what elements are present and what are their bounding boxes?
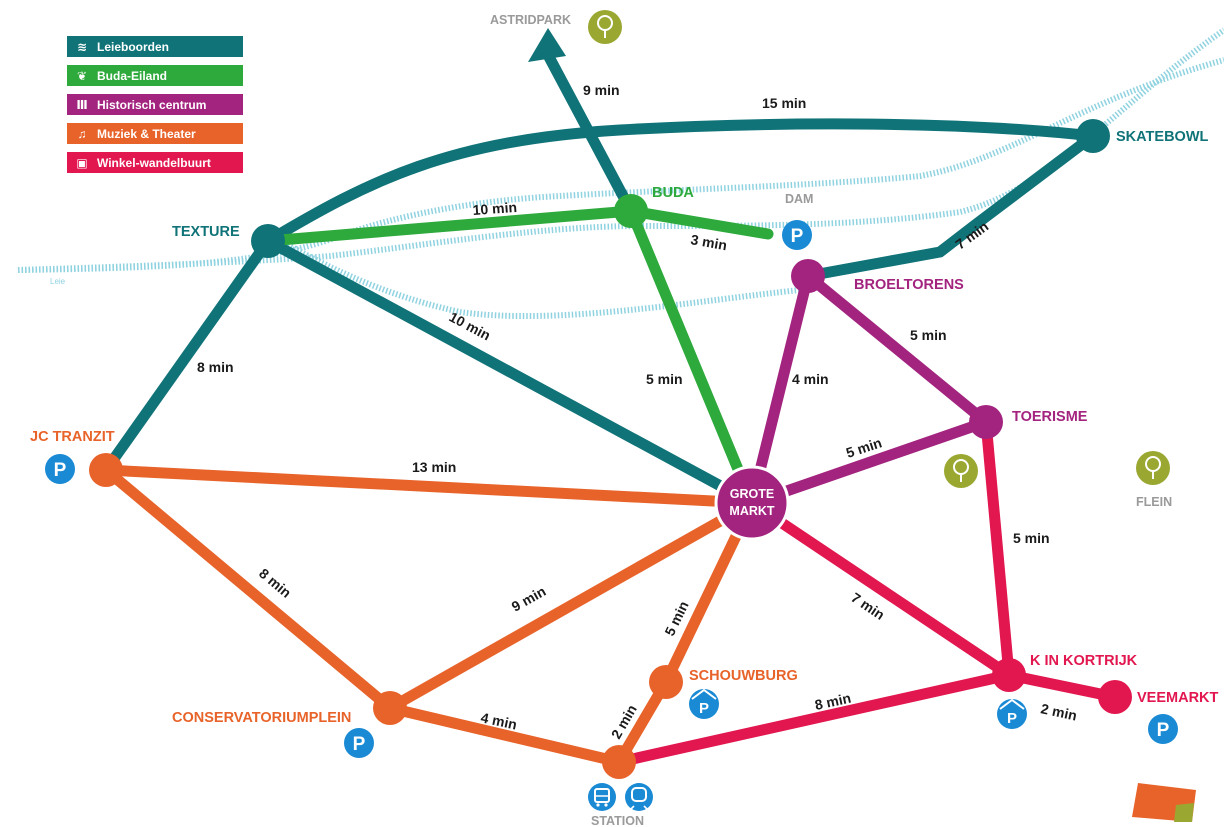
station-label-jc-tranzit: JC TRANZIT (30, 429, 115, 445)
legend-item-historisch-centrum: Ⅲ Historisch centrum (67, 94, 243, 115)
station-node-grote-markt[interactable] (714, 465, 790, 541)
legend-label: Leieboorden (97, 39, 170, 54)
station-node-station[interactable] (602, 745, 636, 779)
svg-text:P: P (1157, 720, 1170, 741)
shopping-bag-icon: ▣ (76, 155, 88, 170)
parking-icon-veemarkt: P (1148, 714, 1178, 744)
arrow-astridpark-icon (528, 28, 566, 62)
station-label-skatebowl: SKATEBOWL (1116, 129, 1209, 145)
station-node-broeltorens[interactable] (791, 259, 825, 293)
legend-label: Historisch centrum (97, 97, 207, 112)
time-broeltorens-toerisme: 5 min (910, 327, 947, 343)
station-label-schouwburg: SCHOUWBURG (689, 668, 798, 684)
waves-icon: ≋ (76, 39, 88, 54)
line-kinkortrijk-veemarkt (1003, 669, 1121, 703)
station-node-conservatoriumplein[interactable] (373, 691, 407, 725)
station-label-veemarkt: VEEMARKT (1137, 690, 1219, 706)
legend-item-buda-eiland: ❦ Buda-Eiland (67, 65, 243, 86)
time-jctranzit-grotemarkt: 13 min (412, 459, 456, 475)
tree-icon-toerisme (944, 454, 978, 488)
line-jctranzit-conservatorium (100, 464, 396, 714)
bus-icon (588, 783, 616, 811)
svg-text:P: P (54, 460, 67, 481)
tree-icon-astridpark (588, 10, 622, 44)
tree-icon-flein (1136, 451, 1170, 485)
line-texture-grotemarkt (262, 235, 758, 509)
station-label-broeltorens: BROELTORENS (854, 277, 964, 293)
line-buda-astridpark (542, 49, 637, 217)
station-node-schouwburg[interactable] (649, 665, 683, 699)
line-toerisme-grotemarkt (746, 416, 992, 509)
line-broeltorens-grotemarkt (746, 270, 814, 509)
time-texture-astridpark: 9 min (583, 82, 620, 98)
parking-icon-jc-tranzit: P (45, 454, 75, 484)
station-label-conservatoriumplein: CONSERVATORIUMPLEIN (172, 710, 351, 726)
train-icon (625, 783, 653, 811)
time-toerisme-kinkortrijk: 5 min (1013, 530, 1050, 546)
station-node-buda[interactable] (614, 194, 648, 228)
parking-garage-icon-k-in-kortrijk: P (997, 698, 1027, 729)
line-grotemarkt-kinkortrijk (746, 497, 1015, 681)
legend-label: Buda-Eiland (97, 68, 168, 83)
station-node-texture[interactable] (251, 224, 285, 258)
station-node-skatebowl[interactable] (1076, 119, 1110, 153)
station-label-grote-markt-line2: MARKT (729, 504, 774, 518)
line-texture-buda (262, 205, 637, 247)
line-conservatorium-grotemarkt (384, 497, 758, 714)
legend-label: Winkel-wandelbuurt (97, 155, 211, 170)
station-node-k-in-kortrijk[interactable] (992, 658, 1026, 692)
parking-icon-conservatoriumplein: P (344, 728, 374, 758)
station-node-toerisme[interactable] (969, 405, 1003, 439)
station-node-veemarkt[interactable] (1098, 680, 1132, 714)
line-skatebowl-broeltorens (802, 130, 1099, 282)
promo-stamp-logo (1132, 783, 1196, 822)
parking-garage-icon-schouwburg: P (689, 688, 719, 719)
station-node-jc-tranzit[interactable] (89, 453, 123, 487)
river-label: Leie (50, 277, 66, 286)
place-label-station: STATION (591, 814, 644, 827)
line-texture-skatebowl (262, 118, 1099, 247)
line-station-kinkortrijk (613, 669, 1015, 768)
place-label-flein: FLEIN (1136, 495, 1172, 509)
station-label-k-in-kortrijk: K IN KORTRIJK (1030, 653, 1138, 669)
time-station-kinkortrijk: 8 min (813, 690, 852, 713)
station-label-texture: TEXTURE (172, 224, 240, 240)
time-kinkortrijk-veemarkt: 2 min (1039, 700, 1078, 723)
svg-text:P: P (353, 734, 366, 755)
time-buda-grotemarkt: 5 min (646, 371, 683, 387)
place-label-astridpark: ASTRIDPARK (490, 13, 571, 27)
line-jctranzit-grotemarkt (100, 464, 758, 509)
parking-icon-dam: P (782, 220, 812, 250)
time-texture-skatebowl: 15 min (762, 95, 806, 111)
svg-text:P: P (699, 700, 709, 717)
time-conservatorium-station: 4 min (479, 709, 518, 732)
station-label-buda: BUDA (652, 185, 694, 201)
leaf-icon: ❦ (76, 68, 88, 83)
line-buda-dam (625, 205, 774, 240)
line-broeltorens-toerisme (802, 270, 992, 428)
place-label-dam: DAM (785, 192, 813, 206)
legend-item-muziek-theater: ♫ Muziek & Theater (67, 123, 243, 144)
time-conservatorium-grotemarkt: 9 min (509, 583, 549, 615)
time-broeltorens-grotemarkt: 4 min (792, 371, 829, 387)
music-note-icon: ♫ (77, 126, 87, 141)
station-label-toerisme: TOERISME (1012, 409, 1088, 425)
columns-icon: Ⅲ (76, 97, 88, 112)
legend-label: Muziek & Theater (97, 126, 196, 141)
time-texture-jctranzit: 8 min (197, 359, 234, 375)
line-texture-jctranzit (100, 235, 274, 476)
station-label-grote-markt-line1: GROTE (730, 487, 774, 501)
time-texture-buda: 10 min (472, 199, 517, 218)
line-toerisme-kinkortrijk (980, 416, 1015, 681)
line-conservatorium-station (384, 702, 625, 768)
svg-text:P: P (791, 226, 804, 247)
legend-item-winkel-wandelbuurt: ▣ Winkel-wandelbuurt (67, 152, 243, 173)
time-buda-dam: 3 min (689, 231, 728, 253)
svg-text:P: P (1007, 710, 1017, 727)
legend: ≋ Leieboorden ❦ Buda-Eiland Ⅲ Historisch… (67, 36, 243, 181)
line-buda-grotemarkt (625, 205, 758, 509)
legend-item-leieboorden: ≋ Leieboorden (67, 36, 243, 57)
